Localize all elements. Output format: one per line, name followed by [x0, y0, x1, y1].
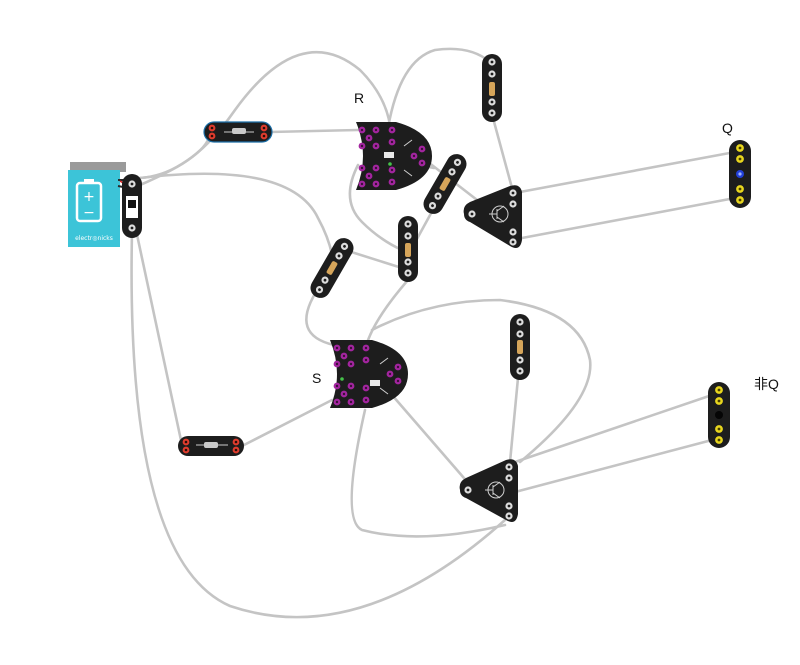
- resistor-board[interactable]: [178, 436, 244, 456]
- led-board-q[interactable]: [729, 140, 751, 208]
- wire[interactable]: [508, 376, 520, 464]
- wire[interactable]: [513, 393, 714, 464]
- wire[interactable]: [348, 163, 404, 252]
- wire[interactable]: [491, 116, 514, 190]
- wire[interactable]: [390, 393, 472, 487]
- led-board-not-q[interactable]: [708, 382, 730, 448]
- wire[interactable]: [343, 248, 404, 270]
- battery-brand: electr◎nicks: [75, 235, 113, 242]
- wire[interactable]: [130, 230, 507, 619]
- wire[interactable]: [138, 172, 335, 262]
- battery-switch-board[interactable]: [122, 174, 142, 238]
- transistor-board[interactable]: [459, 459, 518, 522]
- wire[interactable]: [520, 196, 737, 240]
- resistor-board[interactable]: [307, 234, 357, 301]
- battery-plus: +: [83, 189, 95, 205]
- resistor-board[interactable]: [510, 314, 530, 380]
- label-s: S: [312, 370, 322, 386]
- resistor-board[interactable]: [203, 121, 273, 143]
- label-r: R: [354, 90, 365, 106]
- wire[interactable]: [350, 408, 507, 538]
- battery-minus: −: [83, 205, 95, 221]
- label-not-q: 非Q: [754, 376, 779, 392]
- label-q: Q: [722, 120, 733, 136]
- wire[interactable]: [305, 290, 336, 347]
- gate-board-r[interactable]: [356, 122, 432, 190]
- wire[interactable]: [513, 438, 714, 494]
- wire[interactable]: [240, 398, 334, 448]
- resistor-board[interactable]: [420, 150, 470, 217]
- wire[interactable]: [134, 228, 184, 447]
- wire[interactable]: [268, 128, 360, 134]
- wire[interactable]: [370, 298, 592, 464]
- wire[interactable]: [386, 47, 492, 130]
- resistor-board[interactable]: [398, 216, 418, 282]
- wire[interactable]: [518, 150, 737, 194]
- resistor-board[interactable]: [482, 54, 502, 122]
- gate-board-s[interactable]: [330, 340, 408, 408]
- battery-module[interactable]: + − electr◎nicks: [68, 162, 129, 247]
- transistor-board[interactable]: [463, 185, 522, 248]
- wire[interactable]: [138, 50, 392, 180]
